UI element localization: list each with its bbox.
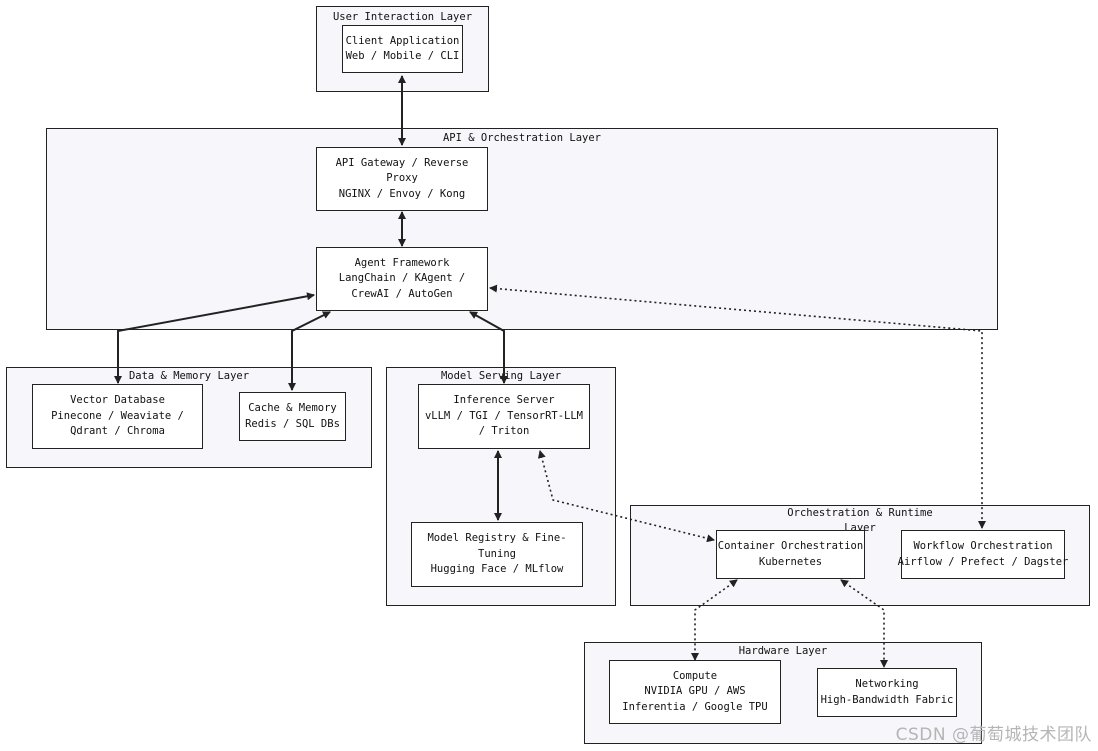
node-line: Web / Mobile / CLI bbox=[345, 50, 460, 62]
node-line: API Gateway / Reverse bbox=[335, 156, 469, 169]
node-line: Cache & Memory bbox=[248, 402, 337, 414]
compute-node: Compute NVIDIA GPU / AWS Inferentia / Go… bbox=[609, 660, 781, 724]
inference-server-node: Inference Server vLLM / TGI / TensorRT-L… bbox=[418, 384, 590, 449]
node-line: Container Orchestration bbox=[717, 540, 864, 552]
networking-node: Networking High-Bandwidth Fabric bbox=[817, 668, 957, 717]
container-orchestration-node: Container Orchestration Kubernetes bbox=[716, 530, 865, 579]
layer-title: User Interaction Layer bbox=[332, 11, 473, 23]
agent-framework-node: Agent Framework LangChain / KAgent / Cre… bbox=[316, 247, 488, 311]
client-application-node: Client Application Web / Mobile / CLI bbox=[342, 25, 463, 73]
api-orchestration-layer: API & Orchestration Layer bbox=[46, 128, 998, 330]
node-line: Inference Server bbox=[453, 394, 555, 407]
node-line: Agent Framework bbox=[354, 256, 450, 269]
node-line: Hugging Face / MLflow bbox=[430, 563, 564, 576]
node-line: High-Bandwidth Fabric bbox=[820, 693, 954, 706]
cache-memory-node: Cache & Memory Redis / SQL DBs bbox=[239, 392, 346, 441]
vector-database-node: Vector Database Pinecone / Weaviate / Qd… bbox=[32, 384, 203, 449]
node-line: Proxy bbox=[386, 172, 418, 185]
layer-title: Model Serving Layer bbox=[440, 370, 562, 382]
workflow-orchestration-node: Workflow Orchestration Airflow / Prefect… bbox=[898, 530, 1068, 579]
node-line: LangChain / KAgent / bbox=[338, 272, 466, 285]
node-line: Qdrant / Chroma bbox=[70, 425, 165, 438]
layer-title: Data & Memory Layer bbox=[128, 370, 250, 382]
model-registry-node: Model Registry & Fine- Tuning Hugging Fa… bbox=[411, 522, 583, 587]
layer-title: API & Orchestration Layer bbox=[442, 132, 602, 144]
node-line: NGINX / Envoy / Kong bbox=[338, 187, 466, 200]
node-line: NVIDIA GPU / AWS bbox=[644, 685, 746, 698]
node-line: Compute bbox=[672, 669, 718, 682]
csdn-watermark: CSDN @葡萄城技术团队 bbox=[895, 725, 1092, 745]
node-line: Pinecone / Weaviate / bbox=[51, 409, 184, 422]
layer-title: Hardware Layer bbox=[738, 645, 828, 657]
layer-title-line1: Orchestration & Runtime bbox=[787, 507, 933, 519]
node-line: Networking bbox=[855, 678, 919, 690]
node-line: Inferentia / Google TPU bbox=[622, 700, 768, 713]
node-line: Model Registry & Fine- bbox=[427, 532, 567, 545]
node-line: vLLM / TGI / TensorRT-LLM bbox=[424, 409, 584, 422]
node-line: CrewAI / AutoGen bbox=[351, 287, 453, 300]
node-line: Redis / SQL DBs bbox=[245, 417, 340, 430]
node-line: Workflow Orchestration bbox=[913, 540, 1053, 552]
node-line: Kubernetes bbox=[758, 555, 823, 568]
node-line: / Triton bbox=[478, 425, 530, 438]
node-line: Vector Database bbox=[70, 394, 165, 407]
api-gateway-node: API Gateway / Reverse Proxy NGINX / Envo… bbox=[316, 147, 488, 211]
node-line: Tuning bbox=[478, 547, 516, 560]
node-line: Airflow / Prefect / Dagster bbox=[897, 555, 1069, 568]
node-line: Client Application bbox=[345, 34, 460, 47]
